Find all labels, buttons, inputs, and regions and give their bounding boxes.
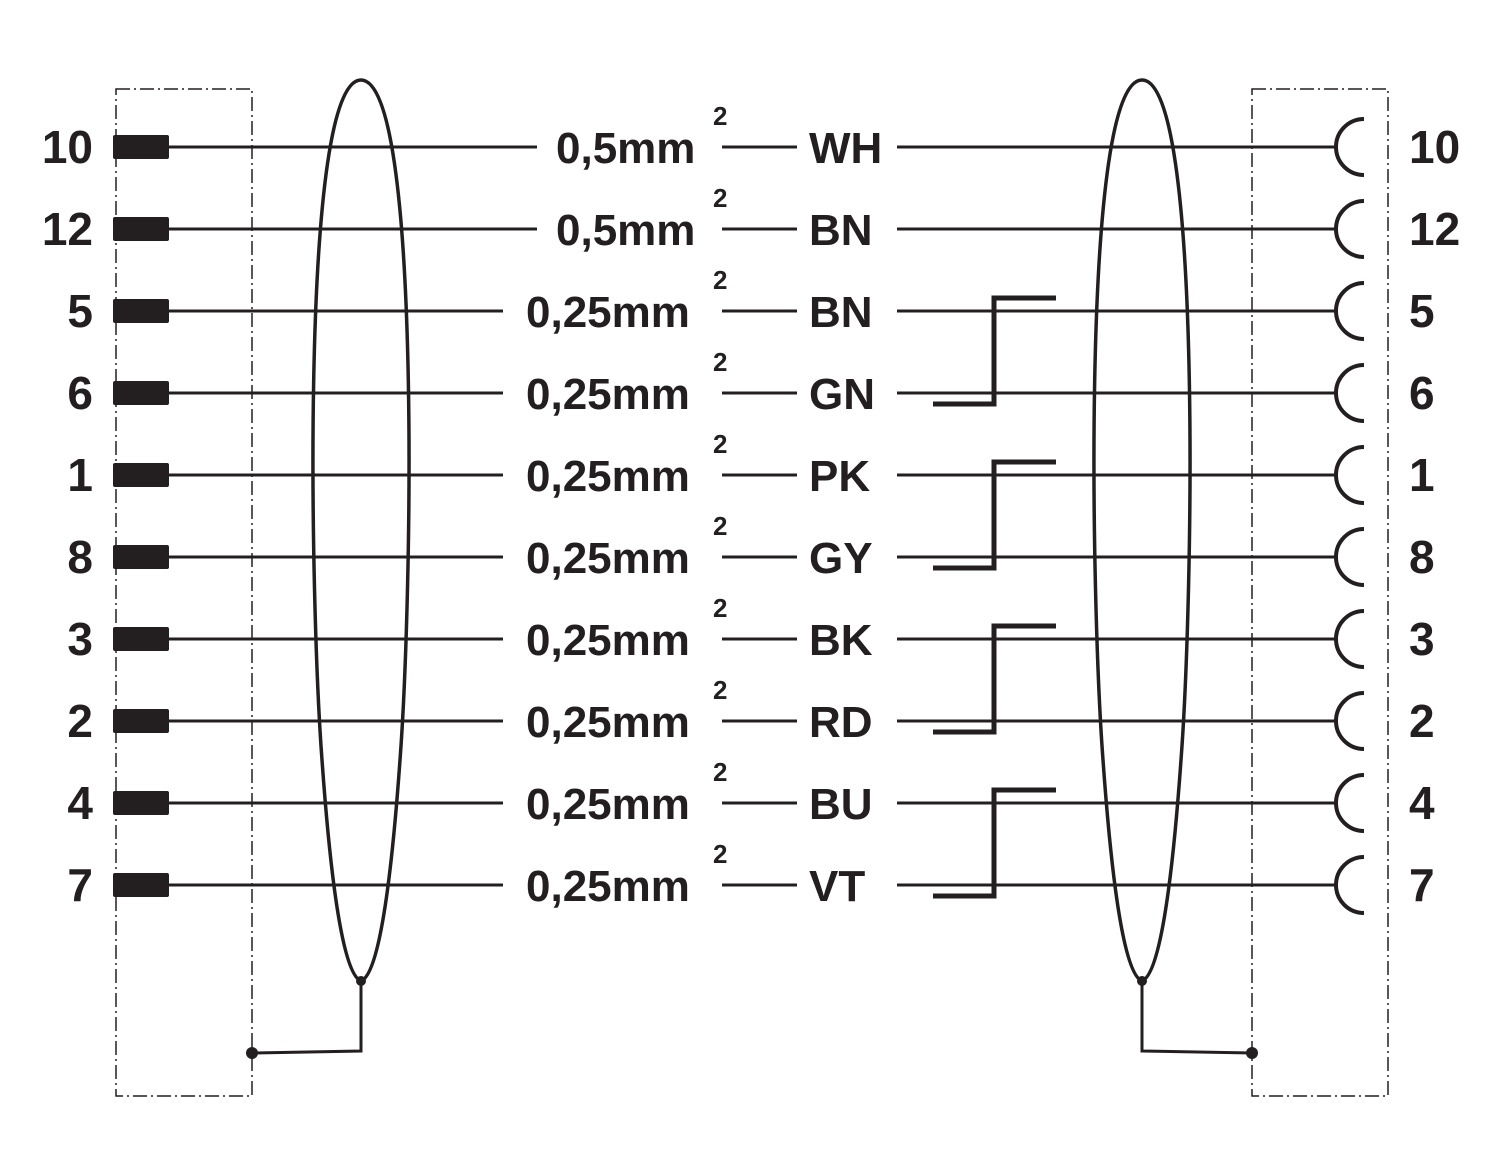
wire-color-code: PK xyxy=(809,452,870,501)
wire-row: 5 0,25mm 2BN 5 xyxy=(67,265,1435,341)
left-pin-contact xyxy=(113,463,169,487)
wire-row: 6 0,25mm 2GN 6 xyxy=(67,347,1435,423)
left-shield-drain-node xyxy=(356,976,366,986)
wire-color-code: GY xyxy=(809,534,873,583)
wire-cross-section-exponent: 2 xyxy=(713,183,727,213)
wire-cross-section-exponent: 2 xyxy=(713,757,727,787)
right-socket-contact xyxy=(1334,363,1365,423)
right-pin-number: 8 xyxy=(1409,531,1435,583)
left-cable-shield xyxy=(311,78,411,983)
right-socket-contact xyxy=(1334,199,1365,259)
left-housing-ground-node xyxy=(246,1047,258,1059)
wire-cross-section-label: 0,25mm xyxy=(526,370,690,419)
wire-cross-section-label: 0,25mm xyxy=(526,288,690,337)
right-connector-housing xyxy=(1251,88,1389,1097)
left-pin-number: 10 xyxy=(42,121,93,173)
right-pin-number: 1 xyxy=(1409,449,1435,501)
wire-cross-section-label: 0,25mm xyxy=(526,534,690,583)
wire-row: 3 0,25mm 2BK 3 xyxy=(67,593,1435,669)
wire-cross-section-exponent: 2 xyxy=(713,265,727,295)
left-pin-contact xyxy=(113,545,169,569)
right-pin-number: 5 xyxy=(1409,285,1435,337)
right-shield-drain-wire xyxy=(1140,981,1253,1055)
right-pin-number: 4 xyxy=(1409,777,1435,829)
left-pin-contact xyxy=(113,791,169,815)
right-socket-contact xyxy=(1334,445,1365,505)
right-socket-contact xyxy=(1334,609,1365,669)
wire-cross-section-label: 0,5mm xyxy=(556,124,695,173)
left-pin-number: 6 xyxy=(67,367,93,419)
wire-color-code: BN xyxy=(809,206,873,255)
left-pin-contact xyxy=(113,299,169,323)
left-pin-contact xyxy=(113,217,169,241)
left-pin-contact xyxy=(113,135,169,159)
wire-color-code: BK xyxy=(809,616,873,665)
wire-row: 1 0,25mm 2PK 1 xyxy=(67,429,1435,505)
twisted-pair-mark xyxy=(933,623,1056,735)
wire-cross-section-label: 0,25mm xyxy=(526,616,690,665)
wire-cross-section-exponent: 2 xyxy=(713,429,727,459)
left-pin-number: 3 xyxy=(67,613,93,665)
right-housing-ground-node xyxy=(1246,1047,1258,1059)
right-pin-number: 7 xyxy=(1409,859,1435,911)
left-pin-number: 5 xyxy=(67,285,93,337)
wire-row: 7 0,25mm 2VT 7 xyxy=(67,839,1435,915)
wire-cross-section-exponent: 2 xyxy=(713,511,727,541)
left-pin-number: 7 xyxy=(67,859,93,911)
left-pin-number: 12 xyxy=(42,203,93,255)
right-socket-contact xyxy=(1334,117,1365,177)
right-shield-drain-node xyxy=(1137,976,1147,986)
wire-color-code: GN xyxy=(809,370,875,419)
wire-cross-section-label: 0,25mm xyxy=(526,698,690,747)
wire-cross-section-label: 0,25mm xyxy=(526,780,690,829)
wire-cross-section-exponent: 2 xyxy=(713,839,727,869)
left-connector-housing xyxy=(115,88,253,1097)
wire-cross-section-label: 0,5mm xyxy=(556,206,695,255)
wire-color-code: BU xyxy=(809,780,873,829)
left-pin-number: 1 xyxy=(67,449,93,501)
wire-row: 10 0,5mm 2WH 10 xyxy=(42,101,1460,177)
right-pin-number: 12 xyxy=(1409,203,1460,255)
wire-row: 8 0,25mm 2GY 8 xyxy=(67,511,1435,587)
right-socket-contact xyxy=(1334,691,1365,751)
right-pin-number: 10 xyxy=(1409,121,1460,173)
wire-row: 4 0,25mm 2BU 4 xyxy=(67,757,1435,833)
wire-color-code: VT xyxy=(809,862,865,911)
wire-cross-section-exponent: 2 xyxy=(713,593,727,623)
twisted-pair-mark xyxy=(933,459,1056,571)
wire-cross-section-exponent: 2 xyxy=(713,101,727,131)
left-pin-contact xyxy=(113,381,169,405)
wire-cross-section-exponent: 2 xyxy=(713,347,727,377)
right-pin-number: 6 xyxy=(1409,367,1435,419)
left-pin-contact xyxy=(113,873,169,897)
twisted-pair-mark xyxy=(933,295,1056,407)
left-pin-contact xyxy=(113,709,169,733)
twisted-pair-mark xyxy=(933,787,1056,899)
right-socket-contact xyxy=(1334,773,1365,833)
wire-cross-section-label: 0,25mm xyxy=(526,452,690,501)
left-pin-number: 2 xyxy=(67,695,93,747)
wire-row: 12 0,5mm 2BN 12 xyxy=(42,183,1460,259)
left-pin-number: 4 xyxy=(67,777,93,829)
twisted-pair-marks xyxy=(933,295,1056,899)
right-socket-contact xyxy=(1334,855,1365,915)
left-pin-contact xyxy=(113,627,169,651)
right-cable-shield xyxy=(1092,78,1192,983)
wire-color-code: WH xyxy=(809,124,882,173)
wire-cross-section-exponent: 2 xyxy=(713,675,727,705)
right-socket-contact xyxy=(1334,527,1365,587)
left-shield-drain-wire xyxy=(251,981,363,1055)
right-pin-number: 3 xyxy=(1409,613,1435,665)
left-pin-number: 8 xyxy=(67,531,93,583)
wire-color-code: BN xyxy=(809,288,873,337)
right-socket-contact xyxy=(1334,281,1365,341)
wire-color-code: RD xyxy=(809,698,873,747)
wire-cross-section-label: 0,25mm xyxy=(526,862,690,911)
right-pin-number: 2 xyxy=(1409,695,1435,747)
